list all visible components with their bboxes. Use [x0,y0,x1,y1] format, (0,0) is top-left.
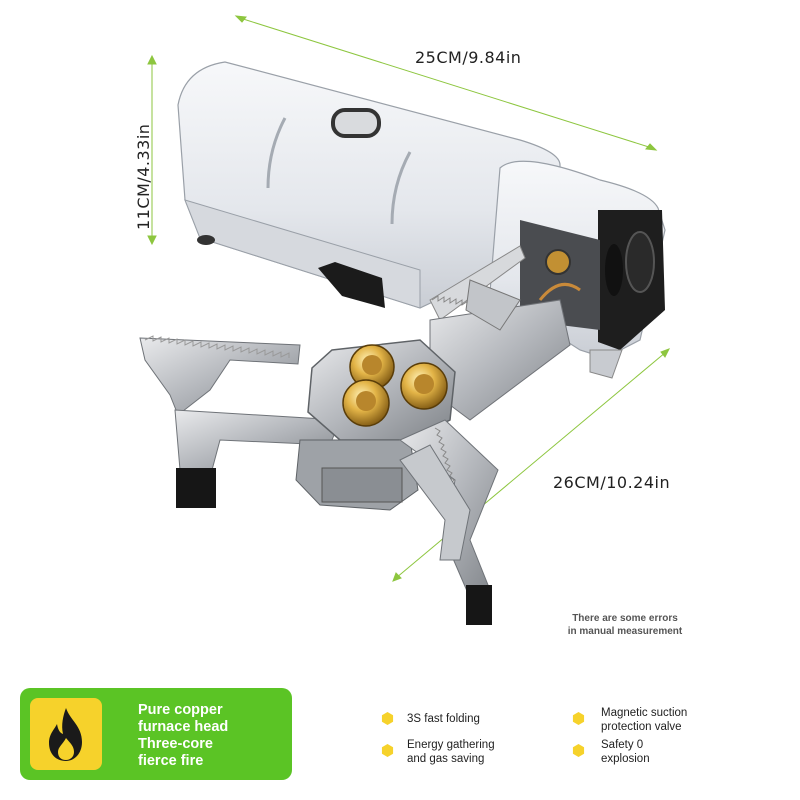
height-dimension-label: 11CM/4.33in [134,123,153,230]
hexagon-bullet-icon [572,744,585,757]
copper-head-badge: Pure copper furnace head Three-core fier… [20,688,292,780]
feature-item: 3S fast folding [407,713,480,725]
flame-icon [49,708,82,761]
badge-line-2: furnace head [138,719,229,735]
dimension-lines [147,15,671,582]
note-line-2: in manual measurement [567,626,683,637]
hexagon-bullet-icon [381,712,394,725]
depth-dimension-label: 26CM/10.24in [553,473,671,492]
brass-burners [342,344,448,427]
hexagon-bullet-icon [381,744,394,757]
hexagon-bullet-icon [572,712,585,725]
badge-text: Pure copper furnace head Three-core fier… [138,702,228,770]
feature-item: Safety 0 explosion [601,739,650,765]
width-dimension-label: 25CM/9.84in [415,48,522,67]
badge-line-4: fierce fire [138,753,204,769]
pan-support-left [139,337,301,416]
measurement-note: There are some errors in manual measurem… [555,612,695,638]
badge-line-1: Pure copper [138,702,223,718]
feature-item: Magnetic suction protection valve [601,707,688,733]
flame-icon-box [30,698,102,770]
feature-item: Energy gathering and gas saving [407,739,495,765]
badge-line-3: Three-core [138,736,213,752]
note-line-1: There are some errors [572,613,678,624]
